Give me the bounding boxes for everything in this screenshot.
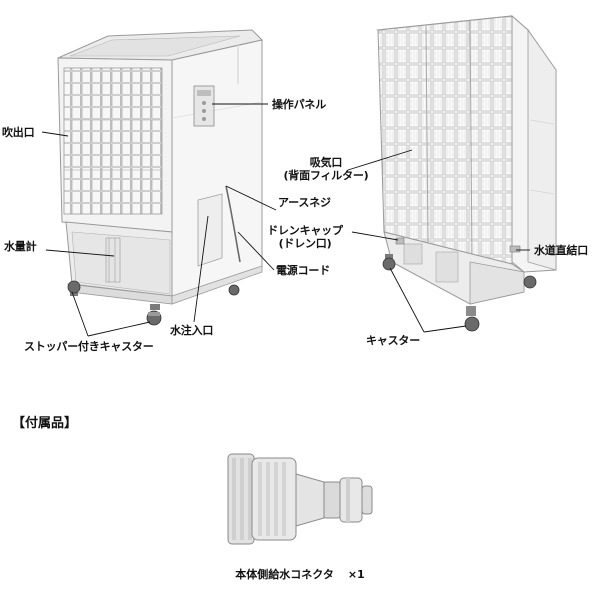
- label-outlet: 吹出口: [2, 126, 35, 139]
- back-casters: [382, 254, 537, 332]
- label-water-fill-inlet: 水注入口: [170, 324, 214, 337]
- leader-lines: [41, 103, 530, 337]
- label-stopper-caster: ストッパー付きキャスター: [24, 340, 154, 353]
- label-earth-screw: アースネジ: [278, 196, 331, 209]
- label-intake: 吸気口 (背面フィルター): [282, 156, 370, 182]
- accessory-caption: 本体側給水コネクタ ×1: [0, 566, 600, 582]
- water-connector-illustration: [227, 453, 373, 545]
- label-water-gauge: 水量計: [4, 240, 37, 253]
- label-control-panel: 操作パネル: [272, 98, 326, 111]
- label-intake-line2: (背面フィルター): [283, 169, 369, 182]
- label-caster: キャスター: [366, 334, 420, 347]
- accessories-heading: 【付属品】: [12, 416, 78, 431]
- front-casters: [67, 280, 240, 326]
- label-intake-line1: 吸気口: [309, 156, 343, 169]
- label-drain-line2: (ドレン口): [278, 237, 332, 250]
- label-drain-cap: ドレンキャップ (ドレン口): [256, 224, 354, 250]
- front-cooler-unit: [57, 29, 263, 326]
- back-cooler-unit: [376, 14, 557, 332]
- label-drain-line1: ドレンキャップ: [267, 224, 343, 237]
- accessory-item-name: 本体側給水コネクタ: [235, 568, 334, 581]
- label-power-cord: 電源コード: [276, 264, 330, 277]
- accessory-item-qty: ×1: [347, 568, 365, 581]
- label-water-direct-connection: 水道直結口: [534, 244, 588, 257]
